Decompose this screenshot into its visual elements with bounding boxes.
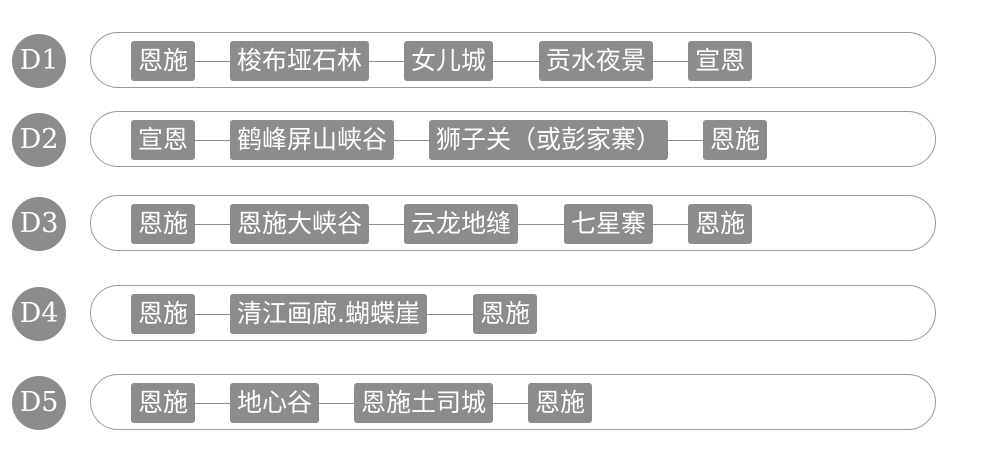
route-stop: 恩施 <box>688 204 753 244</box>
day-badge: D3 <box>12 197 66 251</box>
itinerary-row-d2: D2 宣恩 鹤峰屏山峡谷 狮子关（或彭家寨） 恩施 <box>0 110 1006 170</box>
route-stop: 宣恩 <box>688 41 753 81</box>
route-stop: 恩施 <box>131 41 196 81</box>
route-stops: 恩施 地心谷 恩施土司城 恩施 <box>131 383 593 423</box>
route-stops: 恩施 梭布垭石林 女儿城 贡水夜景 宣恩 <box>131 41 753 81</box>
route-track <box>90 111 936 167</box>
itinerary-row-d1: D1 恩施 梭布垭石林 女儿城 贡水夜景 宣恩 <box>0 31 1006 91</box>
route-track <box>90 32 936 88</box>
route-connector <box>195 139 231 141</box>
day-badge: D4 <box>12 287 66 341</box>
route-stops: 恩施 清江画廊.蝴蝶崖 恩施 <box>131 294 537 334</box>
route-connector <box>493 402 529 404</box>
route-stop: 宣恩 <box>131 120 196 160</box>
route-connector <box>195 402 231 404</box>
route-connector <box>493 60 540 62</box>
route-stop: 梭布垭石林 <box>230 41 370 81</box>
route-connector <box>426 313 473 315</box>
itinerary-row-d4: D4 恩施 清江画廊.蝴蝶崖 恩施 <box>0 284 1006 344</box>
route-stop: 地心谷 <box>230 383 320 423</box>
route-stop: 清江画廊.蝴蝶崖 <box>230 294 427 334</box>
route-stop: 鹤峰屏山峡谷 <box>230 120 395 160</box>
route-stop: 云龙地缝 <box>404 204 519 244</box>
route-stop: 恩施 <box>528 383 593 423</box>
route-connector <box>668 139 704 141</box>
route-connector <box>394 139 430 141</box>
route-stop: 恩施大峡谷 <box>230 204 370 244</box>
route-stop: 女儿城 <box>404 41 494 81</box>
itinerary-row-d3: D3 恩施 恩施大峡谷 云龙地缝 七星寨 恩施 <box>0 194 1006 254</box>
route-stop: 七星寨 <box>564 204 654 244</box>
route-stops: 宣恩 鹤峰屏山峡谷 狮子关（或彭家寨） 恩施 <box>131 120 768 160</box>
itinerary-row-d5: D5 恩施 地心谷 恩施土司城 恩施 <box>0 373 1006 433</box>
route-connector <box>653 60 689 62</box>
route-connector <box>195 313 231 315</box>
route-connector <box>195 223 231 225</box>
route-stop: 恩施 <box>131 204 196 244</box>
route-stop: 恩施 <box>472 294 537 334</box>
route-stop: 恩施 <box>131 383 196 423</box>
route-connector <box>369 60 405 62</box>
route-connector <box>518 223 565 225</box>
day-badge: D1 <box>12 34 66 88</box>
route-track <box>90 374 936 430</box>
route-stop: 恩施土司城 <box>354 383 494 423</box>
route-track <box>90 195 936 251</box>
route-connector <box>369 223 405 225</box>
day-badge: D5 <box>12 376 66 430</box>
route-track <box>90 285 936 341</box>
day-badge: D2 <box>12 113 66 167</box>
route-connector <box>653 223 689 225</box>
route-stop: 恩施 <box>131 294 196 334</box>
route-connector <box>195 60 231 62</box>
route-stop: 贡水夜景 <box>539 41 654 81</box>
route-stops: 恩施 恩施大峡谷 云龙地缝 七星寨 恩施 <box>131 204 753 244</box>
route-stop: 狮子关（或彭家寨） <box>429 120 669 160</box>
route-connector <box>319 402 355 404</box>
route-stop: 恩施 <box>703 120 768 160</box>
